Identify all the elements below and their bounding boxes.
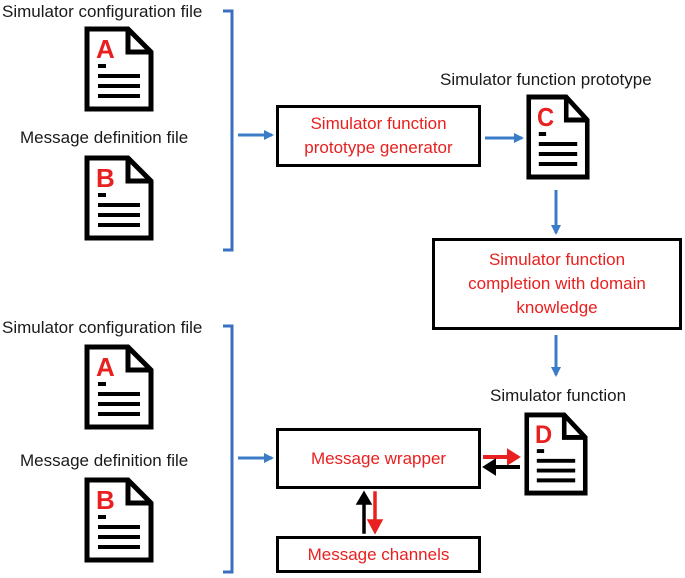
document-icon: A [84,26,154,112]
document-icon: B [84,155,154,241]
bottom-group-bracket [223,324,234,574]
document-letter: D [535,422,552,450]
wrapper-label: Message wrapper [310,448,447,468]
arrow-function-to-wrapper [482,458,520,476]
top-config-label: Simulator configuration file [2,2,203,21]
message-channels-box: Message channels [276,536,481,573]
prototype-label: Simulator function prototype [440,70,652,89]
document-icon: C [526,94,590,180]
document-letter: B [96,163,115,193]
function-completion-box: Simulator function completion with domai… [432,238,682,330]
arrow-wrapper-to-channels [366,491,384,535]
function-label: Simulator function [490,386,627,405]
document-letter: A [96,352,115,382]
prototype-generator-box: Simulator function prototype generator [276,105,481,167]
arrow-wrapper-to-function [483,448,521,466]
document-letter: B [96,485,115,515]
completion-line-2: completion with domain [468,274,646,293]
top-group-bracket [223,9,234,252]
top-message-def-label: Message definition file [20,128,189,147]
document-icon: B [84,477,154,563]
document-letter: A [96,34,115,64]
generator-line-2: prototype generator [304,138,453,157]
bottom-config-label: Simulator configuration file [2,318,203,337]
arrow-channels-to-wrapper [355,490,373,534]
document-icon: D [524,412,588,496]
completion-line-1: Simulator function [488,250,626,269]
document-icon: A [84,344,154,430]
message-wrapper-box: Message wrapper [276,428,481,489]
generator-line-1: Simulator function [310,114,447,133]
bottom-message-def-label: Message definition file [20,451,189,470]
channels-label: Message channels [307,544,450,564]
completion-line-3: knowledge [516,298,598,317]
document-letter: C [537,103,554,132]
